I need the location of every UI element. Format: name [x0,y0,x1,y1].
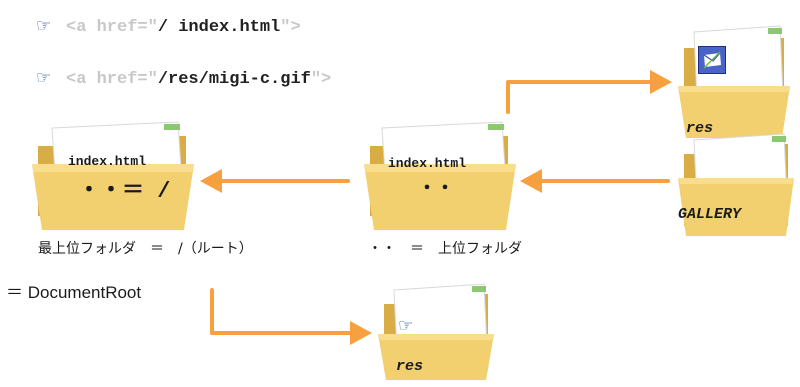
caption-root: 最上位フォルダ ＝ /（ルート） [38,241,253,257]
folder-parent[interactable]: index.html ・・ [360,118,520,236]
envelope-icon [698,46,726,74]
arrowhead-root [200,169,222,193]
folder-root-file: index.html [68,154,147,169]
pointing-hand-icon: ☞ [36,68,52,88]
arrowhead-res-bottom [350,321,372,345]
arrow-to-res-top [506,80,656,114]
folder-res-top-label: res [686,120,714,137]
folder-root[interactable]: index.html ・・＝ / [28,118,198,236]
caption-document-root: ＝ DocumentRoot [6,283,142,302]
arrowhead-parent [520,169,542,193]
folder-gallery[interactable]: GALLERY [676,132,796,240]
folder-icon [678,133,794,236]
folder-parent-file: index.html [388,156,467,171]
arrowhead-res-top [650,70,672,94]
pointing-hand-icon: ☞ [36,16,52,36]
folder-root-mark: ・・＝ / [78,179,171,204]
folder-res-bottom-label: res [396,358,424,375]
code-line-index: ☞<a href="/ index.html"> [36,16,301,37]
pointing-hand-icon: ☞ [398,316,414,336]
folder-gallery-label: GALLERY [678,206,742,223]
folder-icon [364,121,516,230]
caption-parent: ・・ ＝ 上位フォルダ [368,241,522,257]
arrow-root-to-res-bottom [210,288,356,335]
folder-icon [32,121,194,230]
code-line-res: ☞<a href="/res/migi-c.gif"> [36,68,332,89]
folder-icon [378,283,494,380]
folder-res-top[interactable]: res [676,20,792,140]
folder-res-bottom[interactable]: ☞ res [376,282,496,382]
folder-parent-mark: ・・ [418,180,454,200]
